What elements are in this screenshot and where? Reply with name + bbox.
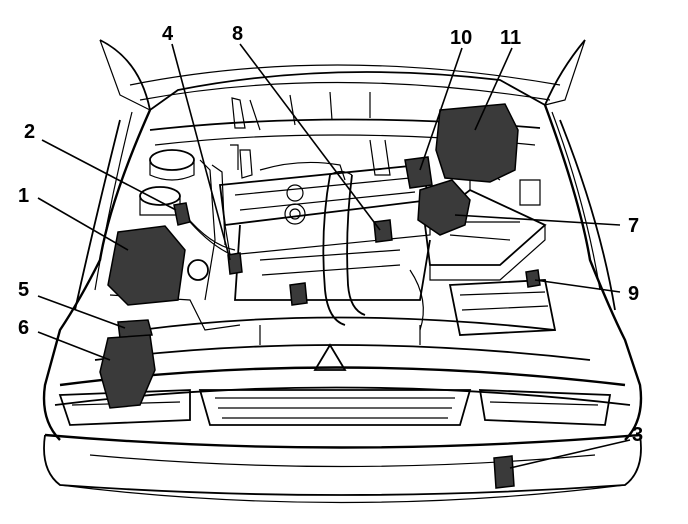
component-3 xyxy=(493,455,515,489)
callout-7: 7 xyxy=(628,215,639,237)
component-5 xyxy=(117,319,153,339)
callout-2: 2 xyxy=(24,121,35,143)
component-8 xyxy=(373,219,393,243)
component-6 xyxy=(99,334,156,409)
component-9 xyxy=(525,269,541,288)
callout-5: 5 xyxy=(18,279,29,301)
component-4 xyxy=(227,252,243,275)
component-1 xyxy=(107,225,186,306)
component-connector-center xyxy=(289,282,308,306)
callout-1: 1 xyxy=(18,185,29,207)
component-10 xyxy=(404,156,433,189)
callout-4: 4 xyxy=(162,23,174,45)
callout-labels: 1 2 3 4 5 6 7 8 9 10 11 xyxy=(18,23,643,446)
body-outline xyxy=(42,104,643,441)
radiator-support xyxy=(94,316,591,371)
callout-8: 8 xyxy=(232,23,243,45)
callout-6: 6 xyxy=(18,317,29,339)
callout-9: 9 xyxy=(628,283,639,305)
leader-lines xyxy=(37,43,631,469)
engine xyxy=(218,144,432,326)
component-7 xyxy=(417,179,471,236)
highlighted-components xyxy=(99,103,541,489)
callout-11: 11 xyxy=(500,27,521,49)
callout-10: 10 xyxy=(450,27,472,49)
component-11 xyxy=(435,103,519,183)
callout-3: 3 xyxy=(632,424,643,446)
raised-hood xyxy=(99,39,586,131)
component-2 xyxy=(173,202,191,226)
